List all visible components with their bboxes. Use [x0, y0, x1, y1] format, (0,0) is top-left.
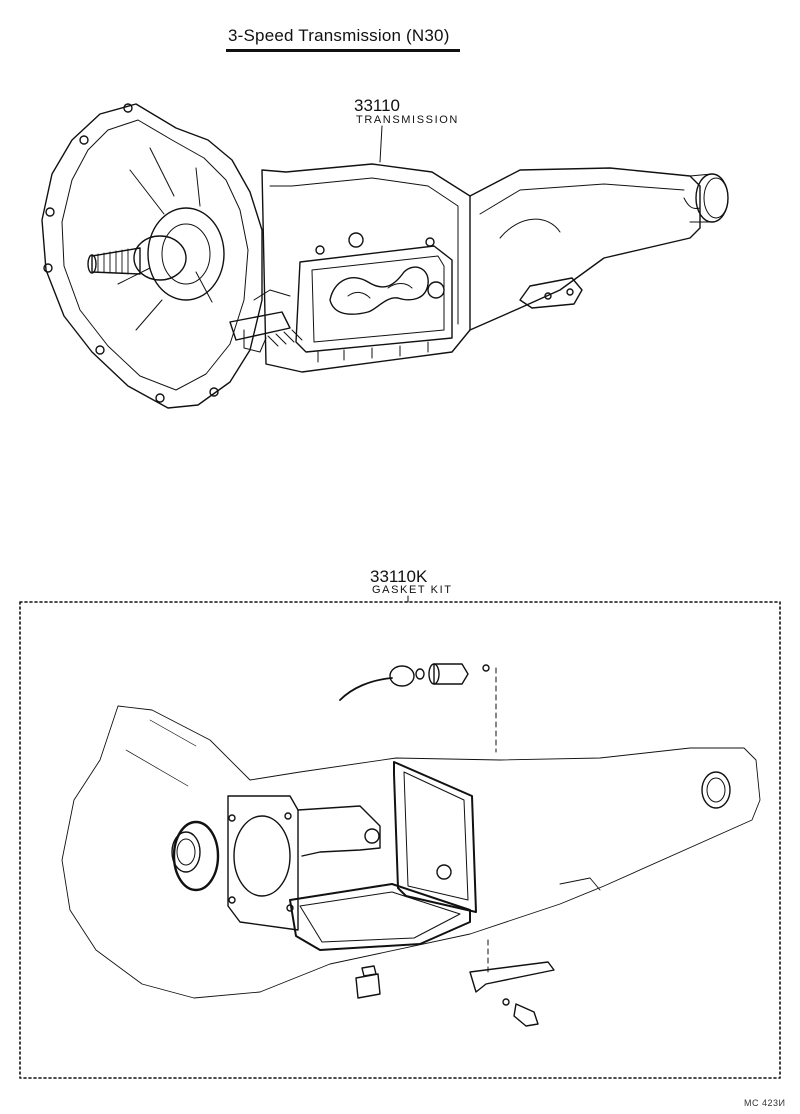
gasket-kit-part-name[interactable]: GASKET KIT: [372, 584, 453, 596]
figure-code: MC 423И: [744, 1098, 786, 1108]
transmission-part-name[interactable]: TRANSMISSION: [356, 114, 459, 126]
transmission-assembly-illustration[interactable]: [41, 103, 729, 409]
gasket-kit-illustration[interactable]: [61, 663, 761, 1027]
gasket-kit-part-number[interactable]: 33110K: [370, 567, 428, 586]
transmission-part-number[interactable]: 33110: [354, 96, 401, 115]
page-title: 3-Speed Transmission (N30): [228, 26, 450, 45]
title-underline: [226, 49, 460, 52]
gasket-kit-boundary: [19, 601, 781, 1079]
